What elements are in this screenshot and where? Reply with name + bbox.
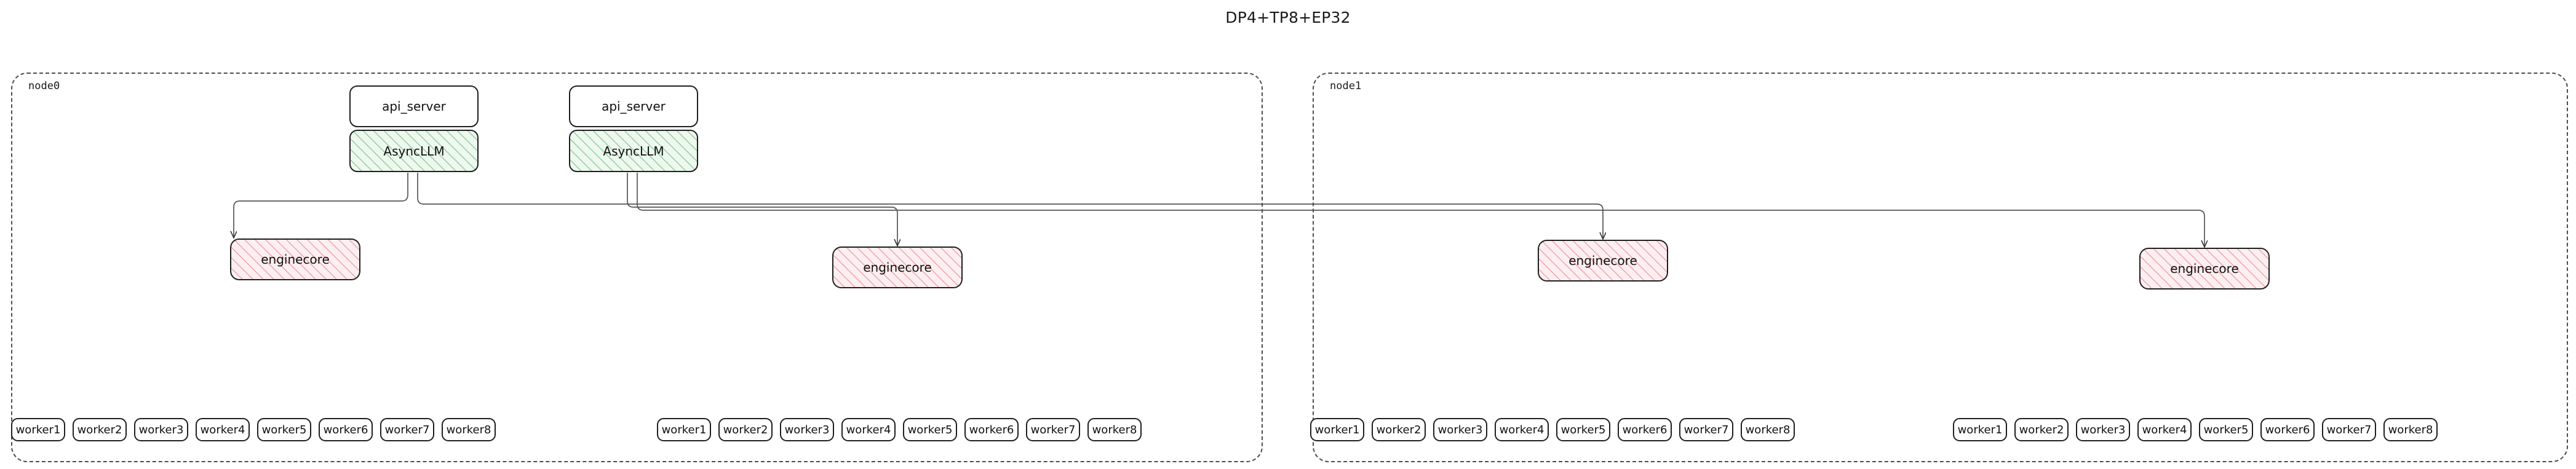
worker-box[interactable]: worker3	[134, 418, 188, 441]
worker-box[interactable]: worker4	[1495, 418, 1549, 441]
api-server-box[interactable]: api_server	[349, 85, 479, 127]
worker-box[interactable]: worker8	[1741, 418, 1795, 441]
api-server-box[interactable]: api_server	[569, 85, 698, 127]
worker-box[interactable]: worker5	[1556, 418, 1610, 441]
enginecore-box[interactable]: enginecore	[230, 238, 360, 280]
node-group-node0: node0	[11, 73, 1263, 462]
worker-box[interactable]: worker8	[442, 418, 496, 441]
worker-box[interactable]: worker1	[1953, 418, 2007, 441]
asyncllm-box[interactable]: AsyncLLM	[569, 130, 698, 172]
worker-box[interactable]: worker2	[73, 418, 127, 441]
worker-box[interactable]: worker1	[1310, 418, 1364, 441]
worker-box[interactable]: worker5	[903, 418, 957, 441]
worker-box[interactable]: worker7	[1679, 418, 1733, 441]
worker-box[interactable]: worker5	[257, 418, 311, 441]
worker-box[interactable]: worker3	[2076, 418, 2130, 441]
page-title: DP4+TP8+EP32	[1225, 9, 1351, 26]
worker-box[interactable]: worker4	[2137, 418, 2192, 441]
worker-box[interactable]: worker1	[657, 418, 711, 441]
node-group-label: node1	[1330, 80, 1362, 92]
worker-box[interactable]: worker8	[1087, 418, 1142, 441]
enginecore-box[interactable]: enginecore	[2139, 248, 2270, 290]
worker-box[interactable]: worker1	[11, 418, 65, 441]
worker-box[interactable]: worker2	[2014, 418, 2069, 441]
worker-box[interactable]: worker2	[1372, 418, 1426, 441]
worker-box[interactable]: worker7	[1026, 418, 1080, 441]
node-group-label: node0	[28, 80, 60, 92]
worker-box[interactable]: worker8	[2383, 418, 2438, 441]
worker-box[interactable]: worker7	[380, 418, 434, 441]
worker-box[interactable]: worker4	[196, 418, 250, 441]
worker-box[interactable]: worker6	[2260, 418, 2315, 441]
worker-box[interactable]: worker6	[319, 418, 373, 441]
node-group-node1: node1	[1313, 73, 2568, 462]
worker-box[interactable]: worker7	[2322, 418, 2376, 441]
worker-box[interactable]: worker3	[780, 418, 834, 441]
worker-box[interactable]: worker5	[2199, 418, 2253, 441]
enginecore-box[interactable]: enginecore	[1538, 240, 1668, 282]
enginecore-box[interactable]: enginecore	[832, 246, 963, 288]
asyncllm-box[interactable]: AsyncLLM	[349, 130, 479, 172]
worker-box[interactable]: worker2	[718, 418, 773, 441]
worker-box[interactable]: worker4	[841, 418, 896, 441]
worker-box[interactable]: worker3	[1433, 418, 1487, 441]
worker-box[interactable]: worker6	[1618, 418, 1672, 441]
worker-box[interactable]: worker6	[964, 418, 1019, 441]
